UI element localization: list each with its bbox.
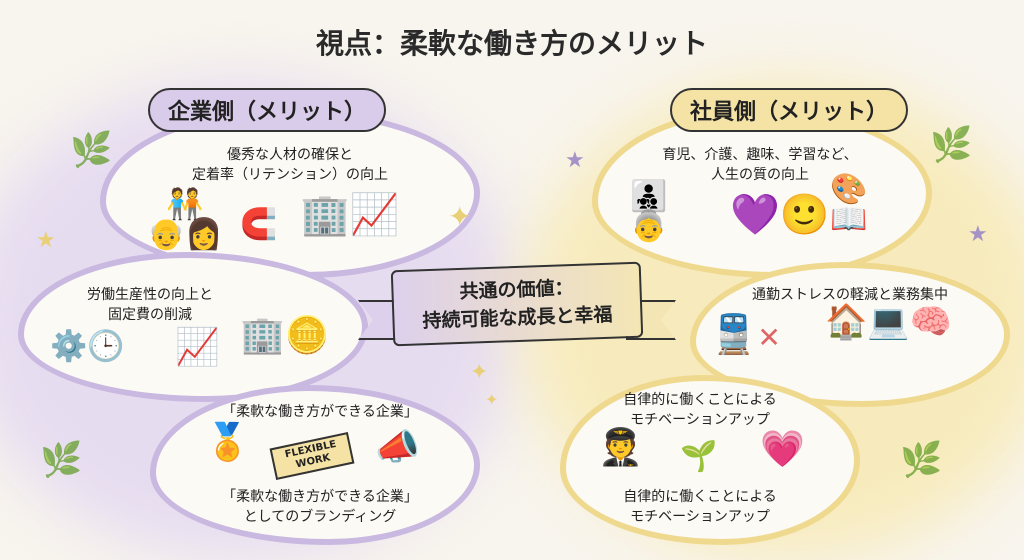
cost-down-icon: 🏢🪙 — [240, 315, 330, 356]
star-icon: ★ — [36, 228, 56, 253]
company-cloud-2 — [18, 252, 368, 402]
chart-up-icon: 📈 — [175, 327, 220, 368]
employee-item-3-top: 自律的に働くことによる モチベーションアップ — [580, 390, 820, 430]
crowded-train-icon: 🚆✕ — [710, 312, 781, 356]
employee-item-2: 通勤ストレスの軽減と業務集中 — [752, 287, 948, 303]
hobby-study-icon: 🎨📖 — [830, 172, 868, 237]
star-icon: ★ — [968, 222, 988, 247]
magnet-icon: 🧲 — [240, 207, 278, 242]
common-value-banner: 共通の価値： 持続可能な成長と幸福 — [390, 261, 644, 347]
company-item-1: 優秀な人材の確保と 定着率（リテンション）の向上 — [140, 145, 440, 185]
leaf-branch-icon: 🌿 — [900, 440, 943, 480]
driver-icon: 🧑‍✈️ — [598, 427, 643, 468]
gear-clock-icon: ⚙️🕒 — [50, 329, 125, 364]
heart-smile-icon: 💜🙂 — [730, 192, 830, 238]
employee-item-3: 自律的に働くことによる モチベーションアップ — [580, 487, 820, 527]
building-growth-icon: 🏢📈 — [300, 192, 400, 238]
employee-item-1: 育児、介護、趣味、学習など、 人生の質の向上 — [630, 145, 890, 185]
star-icon: ★ — [565, 148, 585, 173]
employee-heading: 社員側（メリット） — [670, 88, 909, 132]
sprout-icon: 🌱 — [680, 439, 718, 474]
text-line: 固定費の削減 — [108, 307, 192, 323]
text-line: 自律的に働くことによる — [623, 392, 777, 408]
sparkle-icon: ✦ — [470, 360, 489, 385]
winged-heart-icon: 💗 — [760, 429, 805, 470]
company-item-3: 「柔軟な働き方ができる企業」 としてのブランディング — [180, 487, 460, 527]
leaf-branch-icon: 🌿 — [70, 130, 113, 170]
text-line: 「柔軟な働き方ができる企業」 — [222, 489, 418, 505]
text-line: 労働生産性の向上と — [87, 287, 213, 303]
people-icon: 🧑‍🤝‍🧑👴👩 — [147, 187, 223, 252]
page-title: 視点：柔軟な働き方のメリット — [315, 27, 708, 60]
text-line: としてのブランディング — [243, 509, 397, 525]
sparkle-icon: ✦ — [485, 390, 499, 409]
text-line: モチベーションアップ — [630, 509, 770, 525]
megaphone-icon: 📣 — [375, 427, 420, 468]
home-work-icon: 🏠💻🧠 — [825, 302, 953, 342]
text-line: モチベーションアップ — [630, 412, 770, 428]
award-icon: 🏅 — [205, 422, 250, 463]
sparkle-icon: ✦ — [448, 200, 472, 233]
text-line: 優秀な人材の確保と — [227, 147, 353, 163]
text-line: 人生の質の向上 — [711, 167, 809, 183]
company-heading: 企業側（メリット） — [148, 88, 387, 132]
text-line: 定着率（リテンション）の向上 — [192, 167, 388, 183]
company-item-2: 労働生産性の向上と 固定費の削減 — [40, 285, 260, 325]
text-line: 自律的に働くことによる — [623, 489, 777, 505]
employee-cloud-3 — [560, 375, 860, 545]
text-line: 育児、介護、趣味、学習など、 — [662, 147, 858, 163]
leaf-branch-icon: 🌿 — [40, 440, 83, 480]
family-icon: 👨‍👧‍👦👵 — [630, 179, 668, 244]
company-item-3-top: 「柔軟な働き方ができる企業」 — [222, 404, 418, 420]
leaf-branch-icon: 🌿 — [930, 125, 973, 165]
